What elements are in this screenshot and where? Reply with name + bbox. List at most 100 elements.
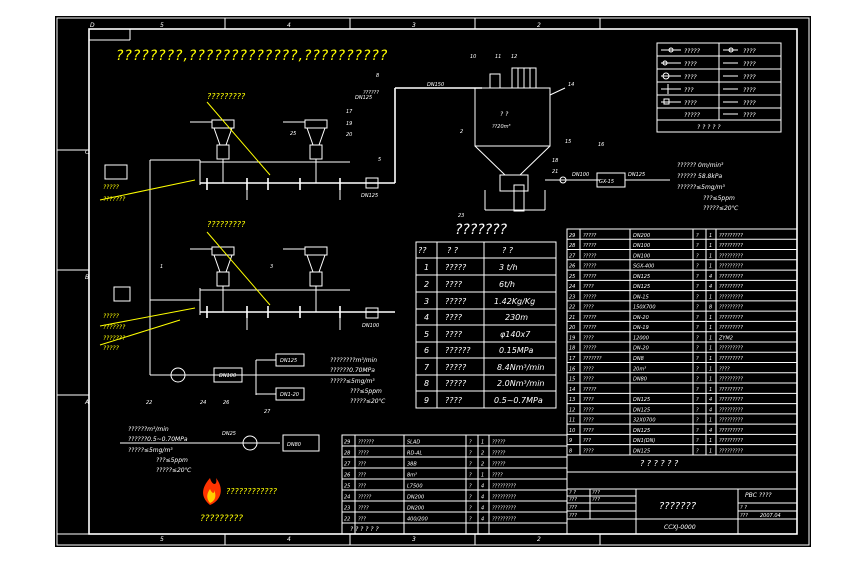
- param-row-8-value: 2.0Nm³/min: [497, 379, 545, 388]
- balloon-20: 20: [346, 132, 352, 138]
- parts-lower-row-2-col-2: ????: [358, 451, 369, 457]
- balloon-8: 8: [376, 73, 379, 79]
- parts-upper-row-1-col-1: 29: [569, 233, 575, 239]
- left-note-2: ??????0.5~0.70MPa: [128, 436, 188, 443]
- param-row-3-no: 3: [424, 297, 429, 306]
- parts-upper-row-18-col-1: 12: [569, 407, 575, 413]
- parts-upper-row-10-col-4: ?: [696, 325, 699, 331]
- parts-upper-row-19-col-1: 11: [569, 418, 575, 424]
- param-row-3-value: 1.42Kg/Kg: [494, 297, 535, 306]
- parts-upper-row-18-col-3: DN125: [633, 407, 650, 413]
- parts-upper-row-2-col-5: 1: [709, 243, 712, 249]
- tb-label-3: ? ?: [740, 505, 747, 511]
- parts-upper-row-11-col-2: ????: [583, 335, 594, 341]
- zone-number-bottom-3: 3: [412, 536, 416, 543]
- parts-upper-row-3-col-2: ?????: [583, 253, 597, 259]
- parts-upper-row-11-col-6: ZYM2: [718, 335, 733, 341]
- legend-row-6-left: ?????: [684, 112, 701, 119]
- tb-label-1: ???: [592, 490, 600, 496]
- callout-leaders: [99, 101, 271, 346]
- parts-lower-row-6-col-2: ?????: [358, 495, 372, 501]
- parts-upper-row-9-col-1: 21: [569, 315, 575, 321]
- balloon-11: 11: [495, 54, 501, 60]
- parts-lower-rows: 29??????SLAD?1?????28????RD-AL?2?????27?…: [342, 440, 567, 524]
- zone-number-top-5: 5: [160, 22, 164, 29]
- parts-upper-row-1-col-2: ?????: [583, 233, 597, 239]
- equip-label-4: DN100: [572, 172, 589, 178]
- parts-upper-row-18-col-5: 4: [709, 407, 712, 413]
- parts-lower-row-3-col-1: 27: [344, 462, 351, 468]
- param-row-9-no: 9: [424, 396, 429, 405]
- parts-upper-row-2-col-6: ?????????: [719, 243, 743, 249]
- parts-upper-row-11-col-1: 19: [569, 335, 575, 341]
- equip-label-6: GX-15: [599, 179, 614, 185]
- balloon-22: 22: [146, 400, 152, 406]
- parts-lower-row-6-col-5: 4: [481, 495, 484, 501]
- mid-note-2: ??????0.70MPa: [330, 367, 375, 374]
- param-row-1-value: 3 t/h: [499, 263, 518, 272]
- param-row-8-item: ?????: [445, 379, 467, 388]
- param-row-7-item: ?????: [445, 363, 467, 372]
- parts-upper-row-10-col-5: 1: [709, 325, 712, 331]
- parts-upper-row-8-col-4: ?: [696, 305, 699, 311]
- parts-upper-row-2-col-4: ?: [696, 243, 699, 249]
- parts-upper-row-22-col-1: 8: [569, 448, 572, 454]
- legend-row-1-right: ????: [743, 48, 757, 55]
- parts-lower-row-7-col-1: 23: [344, 506, 350, 512]
- parts-lower-row-5-col-5: 4: [481, 484, 484, 490]
- parts-upper-row-4-col-5: 1: [709, 264, 712, 270]
- parts-upper-row-22-col-4: ?: [696, 448, 699, 454]
- balloon-1: 1: [160, 264, 163, 270]
- parts-upper-row-7-col-1: 23: [569, 294, 575, 300]
- parts-lower-row-1-col-1: 29: [344, 440, 350, 446]
- parts-upper-row-4-col-1: 26: [569, 264, 575, 270]
- parts-upper-row-4-col-4: ?: [696, 264, 699, 270]
- param-row-4-no: 4: [424, 313, 429, 322]
- parts-upper-row-3-col-1: 27: [569, 253, 576, 259]
- parts-upper-row-21-col-1: 9: [569, 438, 572, 444]
- callout-hopper-label: ? ?: [500, 111, 509, 118]
- parts-lower-row-1-col-6: ?????: [492, 440, 506, 446]
- zone-letter-d: D: [90, 22, 95, 29]
- tb-role-1: ? ?: [569, 490, 576, 496]
- legend-row-2-right: ????: [743, 61, 757, 68]
- parts-upper-row-10-col-3: DN-19: [633, 325, 649, 331]
- parts-upper-row-3-col-4: ?: [696, 253, 699, 259]
- param-row-1-item: ?????: [445, 263, 467, 272]
- param-row-2-value: 6t/h: [499, 280, 515, 289]
- tb-date: 2007.04: [760, 513, 781, 519]
- zone-number-bottom-5: 5: [160, 536, 164, 543]
- zone-number-top-4: 4: [287, 22, 291, 29]
- parts-upper-rows: 29?????DN200?1?????????28?????DN100?1???…: [567, 233, 797, 456]
- parts-upper-row-7-col-3: DN-15: [633, 294, 649, 300]
- balloon-12: 12: [511, 54, 517, 60]
- parts-lower-row-6-col-4: ?: [469, 495, 472, 501]
- outer-frame: [56, 17, 810, 546]
- parts-upper-row-15-col-4: ?: [696, 377, 699, 383]
- parts-upper-row-10-col-2: ?????: [583, 325, 597, 331]
- parts-lower-row-3-col-2: ???: [358, 462, 366, 468]
- param-row-5-no: 5: [424, 330, 429, 339]
- callout-left-6: ?????: [103, 345, 120, 352]
- parts-lower-row-1-col-3: SLAD: [407, 440, 420, 446]
- param-row-7-no: 7: [424, 363, 430, 372]
- parts-lower-row-1-col-2: ??????: [358, 440, 374, 446]
- parts-upper-row-5-col-1: 25: [569, 274, 575, 280]
- process-piping: [104, 67, 670, 452]
- mid-note-4: ???≤5ppm: [350, 388, 382, 395]
- parts-upper-row-16-col-6: ?????????: [719, 387, 743, 393]
- equip-label-2: DN125: [361, 193, 378, 199]
- parts-upper-row-1-col-5: 1: [709, 233, 712, 239]
- callout-left-3: ?????: [103, 313, 120, 320]
- parts-upper-row-18-col-4: ?: [696, 407, 699, 413]
- parts-upper-row-3-col-6: ?????????: [719, 253, 743, 259]
- param-header-no: ??: [418, 246, 427, 255]
- parts-upper-row-20-col-6: ?????????: [719, 428, 743, 434]
- parts-upper-row-20-col-1: 10: [569, 428, 575, 434]
- tb-company: PBC ????: [745, 492, 772, 499]
- parts-upper-row-12-col-2: ?????: [583, 346, 597, 352]
- param-row-3-item: ?????: [445, 297, 467, 306]
- parts-upper-row-5-col-5: 4: [709, 274, 712, 280]
- parts-upper-row-17-col-5: 4: [709, 397, 712, 403]
